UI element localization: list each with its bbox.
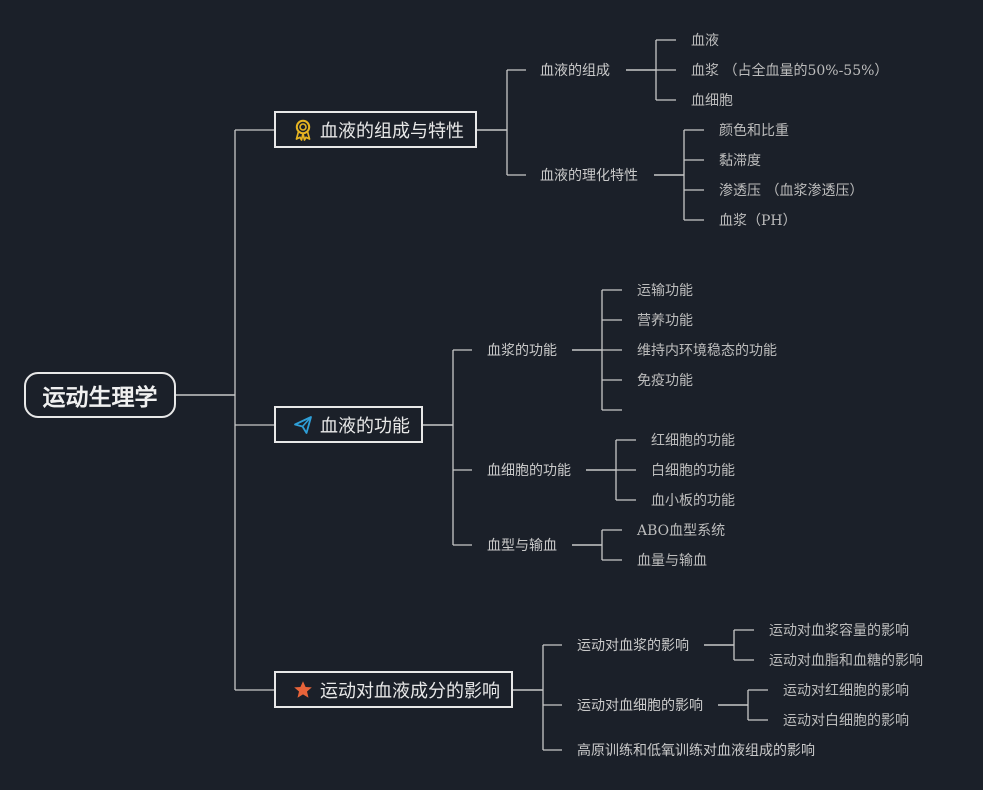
star-icon — [292, 679, 314, 701]
leaf-label: 血浆（PH） — [719, 213, 797, 229]
subtopic[interactable]: 血液的理化特性 — [540, 165, 638, 187]
leaf-topic[interactable]: 运动对白细胞的影响 — [783, 710, 909, 732]
subtopic[interactable]: 血型与输血 — [487, 535, 557, 557]
leaf-label: 血量与输血 — [637, 553, 707, 569]
leaf-label: 血小板的功能 — [651, 493, 735, 509]
subtopic[interactable]: 高原训练和低氧训练对血液组成的影响 — [577, 740, 815, 762]
award-ribbon-icon — [292, 119, 314, 141]
leaf-topic[interactable]: 运动对血浆容量的影响 — [769, 620, 909, 642]
leaf-topic[interactable]: ABO血型系统 — [637, 520, 725, 542]
leaf-label: 运动对红细胞的影响 — [783, 683, 909, 699]
leaf-topic[interactable]: 维持内环境稳态的功能 — [637, 340, 777, 362]
leaf-topic[interactable]: 黏滞度 — [719, 150, 761, 172]
leaf-label: 运动对血浆容量的影响 — [769, 623, 909, 639]
leaf-label: 运动对白细胞的影响 — [783, 713, 909, 729]
subtopic-label: 血浆的功能 — [487, 343, 557, 359]
leaf-label: 红细胞的功能 — [651, 433, 735, 449]
leaf-topic[interactable]: 营养功能 — [637, 310, 693, 332]
subtopic[interactable]: 运动对血细胞的影响 — [577, 695, 703, 717]
leaf-topic[interactable]: 颜色和比重 — [719, 120, 789, 142]
branch-topic-composition[interactable]: 血液的组成与特性 — [274, 111, 477, 148]
leaf-label: 渗透压 （血浆渗透压） — [719, 183, 864, 199]
leaf-label: 血浆 （占全血量的50%-55%） — [691, 63, 889, 79]
leaf-label: 维持内环境稳态的功能 — [637, 343, 777, 359]
subtopic-label: 运动对血细胞的影响 — [577, 698, 703, 714]
subtopic-label: 血液的理化特性 — [540, 168, 638, 184]
leaf-label: 黏滞度 — [719, 153, 761, 169]
leaf-topic[interactable]: 血浆 （占全血量的50%-55%） — [691, 60, 888, 82]
leaf-label: 运输功能 — [637, 283, 693, 299]
branch-topic-label: 运动对血液成分的影响 — [320, 680, 500, 702]
leaf-topic[interactable]: 渗透压 （血浆渗透压） — [719, 180, 863, 202]
leaf-label: 颜色和比重 — [719, 123, 789, 139]
branch-topic-label: 血液的组成与特性 — [320, 120, 464, 142]
subtopic-label: 血细胞的功能 — [487, 463, 571, 479]
leaf-topic[interactable]: 红细胞的功能 — [651, 430, 735, 452]
leaf-label: 营养功能 — [637, 313, 693, 329]
leaf-topic[interactable]: 免疫功能 — [637, 370, 693, 392]
leaf-label: 血细胞 — [691, 93, 733, 109]
subtopic-label: 血型与输血 — [487, 538, 557, 554]
leaf-topic[interactable]: 运动对红细胞的影响 — [783, 680, 909, 702]
leaf-label: ABO血型系统 — [637, 523, 726, 539]
leaf-label: 免疫功能 — [637, 373, 693, 389]
leaf-topic[interactable]: 血量与输血 — [637, 550, 707, 572]
leaf-topic[interactable]: 运输功能 — [637, 280, 693, 302]
leaf-label: 运动对血脂和血糖的影响 — [769, 653, 923, 669]
leaf-topic[interactable]: 血液 — [691, 30, 719, 52]
subtopic[interactable]: 血液的组成 — [540, 60, 610, 82]
leaf-topic[interactable]: 白细胞的功能 — [651, 460, 735, 482]
subtopic-label: 血液的组成 — [540, 63, 610, 79]
leaf-topic[interactable]: 血浆（PH） — [719, 210, 797, 232]
subtopic-label: 高原训练和低氧训练对血液组成的影响 — [577, 743, 815, 759]
subtopic[interactable]: 血浆的功能 — [487, 340, 557, 362]
root-topic[interactable]: 运动生理学 — [24, 372, 176, 418]
subtopic[interactable]: 血细胞的功能 — [487, 460, 571, 482]
paper-plane-icon — [292, 414, 314, 436]
subtopic-label: 运动对血浆的影响 — [577, 638, 689, 654]
root-topic-label: 运动生理学 — [42, 385, 158, 411]
leaf-label: 白细胞的功能 — [651, 463, 735, 479]
leaf-topic[interactable]: 血小板的功能 — [651, 490, 735, 512]
leaf-label: 血液 — [691, 33, 719, 49]
branch-topic-exercise-effects[interactable]: 运动对血液成分的影响 — [274, 671, 513, 708]
branch-topic-function[interactable]: 血液的功能 — [274, 406, 423, 443]
leaf-topic[interactable]: 血细胞 — [691, 90, 733, 112]
subtopic[interactable]: 运动对血浆的影响 — [577, 635, 689, 657]
branch-topic-label: 血液的功能 — [320, 415, 410, 437]
leaf-topic[interactable]: 运动对血脂和血糖的影响 — [769, 650, 923, 672]
